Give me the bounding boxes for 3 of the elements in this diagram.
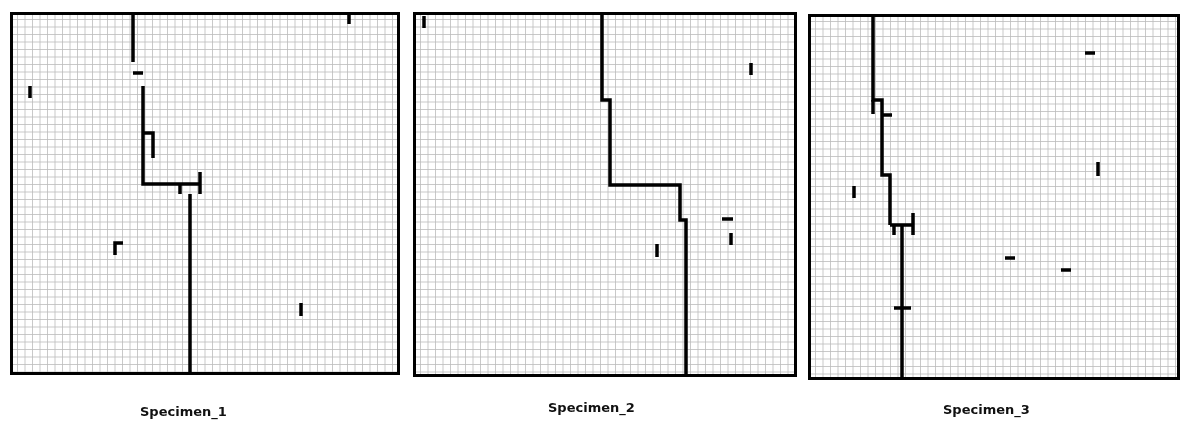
panel-caption: Specimen_3	[943, 402, 1030, 417]
panel-caption: Specimen_1	[140, 404, 227, 419]
panel-caption: Specimen_2	[548, 400, 635, 415]
